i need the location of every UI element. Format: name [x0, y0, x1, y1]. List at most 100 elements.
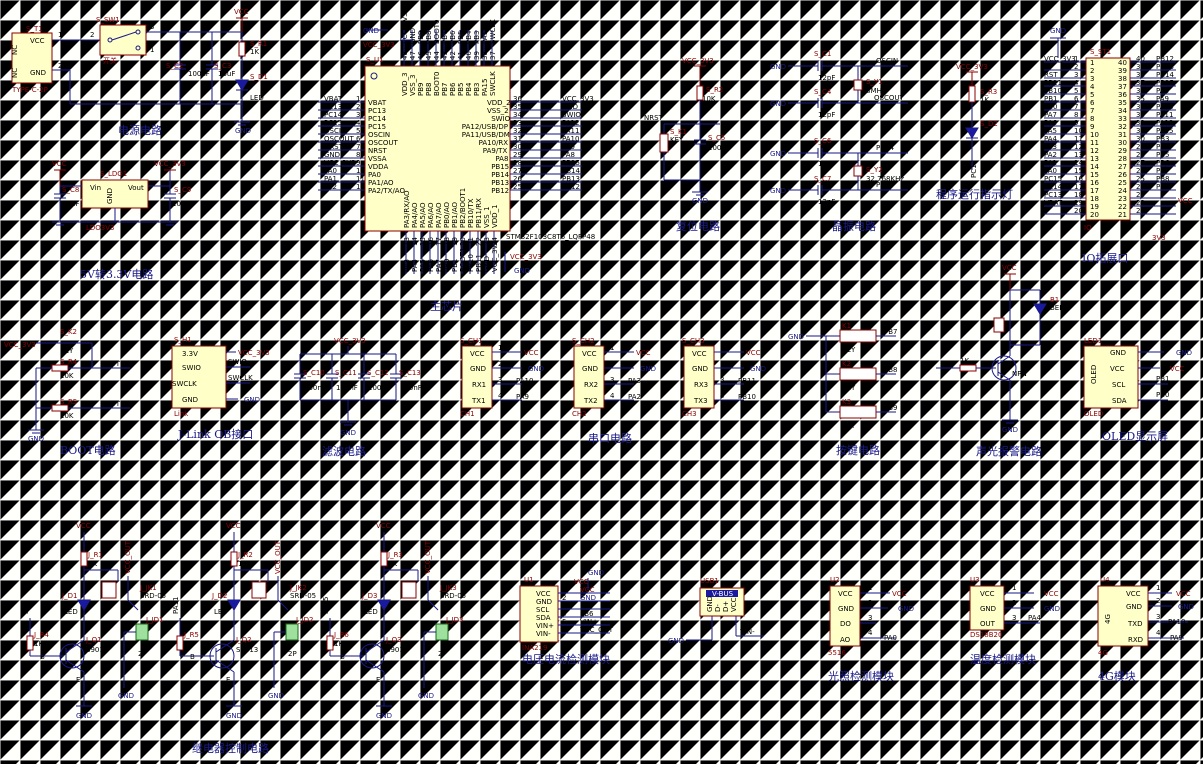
io-pin-name: 31 — [1118, 131, 1127, 139]
relay-base-ref: J_R5 — [183, 631, 199, 639]
svg-text:VCC: VCC — [52, 160, 67, 168]
key-name: KEY — [842, 384, 856, 392]
mcu-pin-number: 18 — [443, 237, 451, 246]
serial-pin-number: 4 — [498, 392, 503, 400]
terminal-ref: J_JD1 — [145, 616, 163, 624]
caption-io: IO拓展口 — [1082, 251, 1128, 265]
relay-led-ref: J_D2 — [211, 592, 227, 600]
key-ref: K1 — [842, 322, 851, 330]
svg-text:VCC: VCC — [1170, 365, 1185, 373]
io-net-label: PA11 — [1156, 111, 1173, 119]
svg-text:GND: GND — [770, 150, 786, 158]
svg-text:3: 3 — [868, 614, 872, 622]
svg-text:D-: D- — [714, 604, 722, 612]
transistor-pin: B — [190, 653, 195, 661]
io-pin-number: 7 — [1074, 103, 1078, 111]
svg-text:D+: D+ — [722, 601, 730, 612]
svg-text:4: 4 — [868, 629, 873, 637]
io-pin-name: 30 — [1118, 139, 1127, 147]
svg-text:NPN: NPN — [1012, 370, 1027, 378]
relay-led-name: LED — [64, 608, 78, 616]
svg-text:INA219: INA219 — [522, 644, 547, 652]
ldo-circuit: S_LDO1 Vin Vout GND LDO3V3 VCC S_C810uF … — [52, 160, 191, 281]
serial-pin-name: RX1 — [472, 381, 486, 389]
mcu-pin-number: 4 — [356, 119, 361, 127]
relay-led-ref: J_D3 — [361, 592, 377, 600]
mcu-pin-name: PA1/AO — [368, 179, 394, 187]
io-pin-name: 18 — [1090, 195, 1099, 203]
svg-text:GND: GND — [340, 429, 356, 437]
io-net-label: PC15 — [1044, 175, 1062, 183]
io-pin-number: 14 — [1074, 159, 1083, 167]
mcu-net-label: OSCOUT — [324, 135, 354, 143]
mcu-pin-number: 16 — [427, 237, 435, 246]
svg-text:S_C1: S_C1 — [814, 50, 831, 58]
serial-pin-name: GND — [692, 365, 708, 373]
ina-net: PB6 — [580, 610, 594, 618]
relay-base-value: 1K — [34, 640, 43, 648]
caption-jlink: J-Link OB接口 — [177, 428, 253, 441]
mcu-net-label: PA11 — [562, 127, 579, 135]
svg-text:BEEP: BEEP — [1050, 304, 1068, 312]
relay-net: PA11 — [172, 597, 180, 614]
filter-cap-ref: S_C12 — [367, 369, 389, 377]
mcu-pin-number: 29 — [513, 151, 522, 159]
svg-text:RXD: RXD — [1128, 636, 1143, 644]
mcu-net-label: PA15 — [481, 27, 489, 44]
io-net-label: PB9 — [1156, 183, 1169, 191]
relay-part: SRD-05 — [290, 592, 316, 600]
svg-text:U2: U2 — [830, 576, 840, 584]
svg-text:GND: GND — [770, 63, 786, 71]
io-pin-number: 12 — [1074, 143, 1083, 151]
svg-text:PC15: PC15 — [876, 181, 894, 189]
mcu-pin-name: PB2/BOOT1 — [459, 188, 467, 228]
io-pin-number: 24 — [1136, 183, 1145, 191]
svg-text:NC: NC — [11, 45, 19, 55]
relay-ref: J_JK1 — [139, 584, 157, 592]
svg-text:1K: 1K — [980, 96, 989, 104]
relay-res-ref: J_R2 — [237, 551, 253, 559]
io-pin-number: 2 — [1074, 63, 1078, 71]
svg-text:LDO3V3: LDO3V3 — [86, 224, 115, 232]
mcu-pin-name: PB15 — [491, 163, 509, 171]
svg-text:3: 3 — [150, 23, 154, 31]
io-pin-name: 20 — [1090, 211, 1099, 219]
mcu-net-label: NRST — [324, 143, 344, 151]
serial-net: PB11 — [738, 377, 756, 385]
svg-text:KEY: KEY — [670, 136, 684, 144]
io-pin-name: 10 — [1090, 131, 1099, 139]
io-pin-name: 27 — [1118, 163, 1127, 171]
mcu-net-label: PC15 — [324, 119, 342, 127]
relay-part: SRD-05 — [440, 592, 466, 600]
io-net-label: VBAT — [1044, 199, 1063, 207]
io-pin-number: 20 — [1074, 207, 1083, 215]
serial-net: PA10 — [516, 377, 533, 385]
serial-pin-name: VCC — [692, 350, 707, 358]
mcu-pin-name: PB8 — [425, 83, 433, 96]
svg-text:S_Y1: S_Y1 — [866, 78, 883, 86]
mcu-pin-number: 25 — [513, 183, 522, 191]
io-pin-name: 26 — [1118, 171, 1127, 179]
mcu-net-label: PB4 — [465, 30, 473, 44]
serial-net: VCC — [636, 349, 651, 357]
io-pin-name: 25 — [1118, 179, 1127, 187]
io-pin-number: 16 — [1074, 175, 1083, 183]
io-pin-name: 9 — [1090, 123, 1094, 131]
mcu-pin-name: SWCLK — [489, 71, 497, 96]
svg-text:S_U1: S_U1 — [366, 56, 384, 64]
filter-circuit: VCC_3V3 S_C10100nFS_C11100nFS_C12100nFS_… — [294, 337, 422, 458]
svg-text:GND: GND — [588, 569, 604, 577]
svg-text:S_C2: S_C2 — [166, 62, 183, 70]
mcu-pin-number: 38 — [481, 51, 489, 60]
mcu-pin-name: PA3/RX/AO — [403, 190, 411, 228]
svg-text:BOOT1: BOOT1 — [100, 400, 124, 408]
svg-text:GND: GND — [1178, 603, 1194, 611]
svg-text:GND: GND — [898, 605, 914, 613]
mcu-pin-number: 27 — [513, 167, 522, 175]
io-pin-number: 35 — [1136, 95, 1145, 103]
filter-cap-value: 100nF — [400, 384, 422, 392]
ina-pin-name: SDA — [536, 614, 551, 622]
